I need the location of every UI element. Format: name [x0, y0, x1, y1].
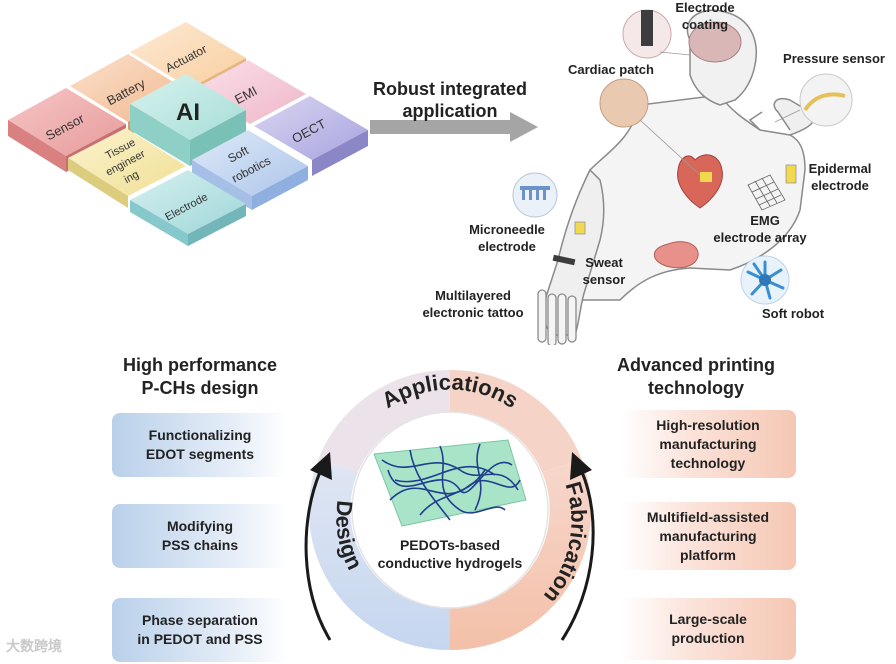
cycle-arrows: [304, 452, 595, 641]
application-tiles-panel: Actuator Battery Sensor EMI AI OECT Tiss…: [8, 22, 368, 246]
right-arm-outline: [773, 98, 815, 136]
hydrogel-network-icon: [373, 439, 527, 527]
design-arrowhead-icon: [310, 452, 332, 480]
label-tattoo-1: Multilayered: [435, 288, 511, 303]
brain-icon: [688, 21, 742, 63]
design-heading-line-2: P-CHs design: [141, 378, 259, 398]
ring-segment-top-left: [318, 369, 450, 472]
label-sweat-2: sensor: [582, 272, 626, 287]
electrode-probe-icon: [641, 10, 653, 46]
label-tattoo-2: electronic tattoo: [422, 305, 524, 320]
microneedle-inset: [512, 172, 558, 218]
ring-segment-fabrication: [450, 460, 592, 651]
card-text: Large-scale: [669, 611, 747, 627]
card-text: Multifield-assisted: [646, 508, 770, 525]
label-cardiac-patch: Cardiac patch: [568, 62, 654, 77]
fab-card-large-scale: Large-scale production: [620, 598, 796, 660]
card-text: High-resolution: [656, 416, 760, 433]
arrow-label-line-2: application: [402, 101, 498, 121]
printing-heading-line-2: technology: [647, 378, 744, 398]
card-text: EDOT segments: [145, 446, 255, 462]
integration-arrow: [370, 112, 538, 142]
ring-segment-design: [308, 460, 450, 651]
hand-tattoo-icon: [537, 289, 577, 345]
label-electrode-coating-2: coating: [681, 17, 729, 32]
tile-label-ai: AI: [176, 99, 200, 126]
human-body-illustration: [512, 9, 853, 345]
tile-soft-robotics: [192, 130, 308, 210]
card-text: manufacturing: [659, 527, 757, 544]
callout-lines: [639, 51, 801, 176]
card-text: Phase separation: [142, 612, 258, 628]
label-emg-2: electrode array: [713, 230, 807, 245]
cardiac-patch-inset: [599, 78, 649, 128]
microneedle-patch-marker: [574, 221, 586, 235]
arrow-label-line-1: Robust integrated: [372, 79, 527, 99]
printing-heading-line-1: Advanced printing: [616, 355, 775, 375]
tile-oect: [254, 96, 368, 176]
label-microneedle-1: Microneedle: [469, 222, 545, 237]
card-text: technology: [670, 454, 746, 471]
center-label-line-2: conductive hydrogels: [378, 555, 523, 571]
card-text: Functionalizing: [148, 427, 252, 443]
stomach-icon: [653, 241, 699, 269]
emg-array-icon: [747, 174, 786, 211]
pressure-sensor-inset: [799, 73, 853, 127]
ring-segment-top-right: [450, 369, 582, 472]
card-text: PSS chains: [161, 537, 239, 553]
label-microneedle-2: electrode: [478, 239, 536, 254]
sweat-sensor-band: [552, 254, 576, 266]
design-heading-line-1: High performance: [122, 355, 278, 375]
tile-emi: [192, 60, 306, 124]
tile-ai: [130, 74, 246, 166]
fabrication-cycle-arrow: [560, 471, 595, 641]
card-text: in PEDOT and PSS: [137, 631, 263, 647]
label-soft-robot: Soft robot: [761, 306, 825, 321]
center-label-line-1: PEDOTs-based: [400, 537, 500, 553]
fabrication-arrowhead-icon: [570, 452, 592, 480]
microneedle-icon: [520, 186, 550, 200]
design-card-phase-separation: Phase separation in PEDOT and PSS: [112, 598, 288, 662]
card-text: Modifying: [166, 518, 234, 534]
card-text: manufacturing: [659, 435, 757, 452]
label-electrode-coating-1: Electrode: [675, 0, 735, 15]
label-epidermal-electrode-2: electrode: [811, 178, 869, 193]
watermark: 大数跨境: [6, 638, 62, 654]
fab-card-multifield: Multifield-assisted manufacturing platform: [620, 502, 796, 570]
label-sweat-1: Sweat: [585, 255, 623, 270]
fab-card-high-resolution: High-resolution manufacturing technology: [620, 410, 796, 478]
card-text: platform: [679, 546, 736, 563]
label-epidermal-electrode-1: Epidermal: [808, 161, 872, 176]
tile-electrode: [130, 170, 246, 246]
epidermal-electrode-marker: [785, 164, 797, 184]
card-text: production: [671, 630, 745, 646]
central-ring-diagram: Applications Design Fabrication PEDOTs-b…: [308, 369, 592, 651]
label-pressure-sensor: Pressure sensor: [783, 51, 885, 66]
label-emg-1: EMG: [750, 213, 780, 228]
tile-tissue-engineering: [68, 128, 186, 208]
design-cycle-arrow: [304, 471, 332, 641]
pressure-sensor-icon: [803, 92, 846, 112]
cardiac-patch-marker: [700, 172, 712, 182]
